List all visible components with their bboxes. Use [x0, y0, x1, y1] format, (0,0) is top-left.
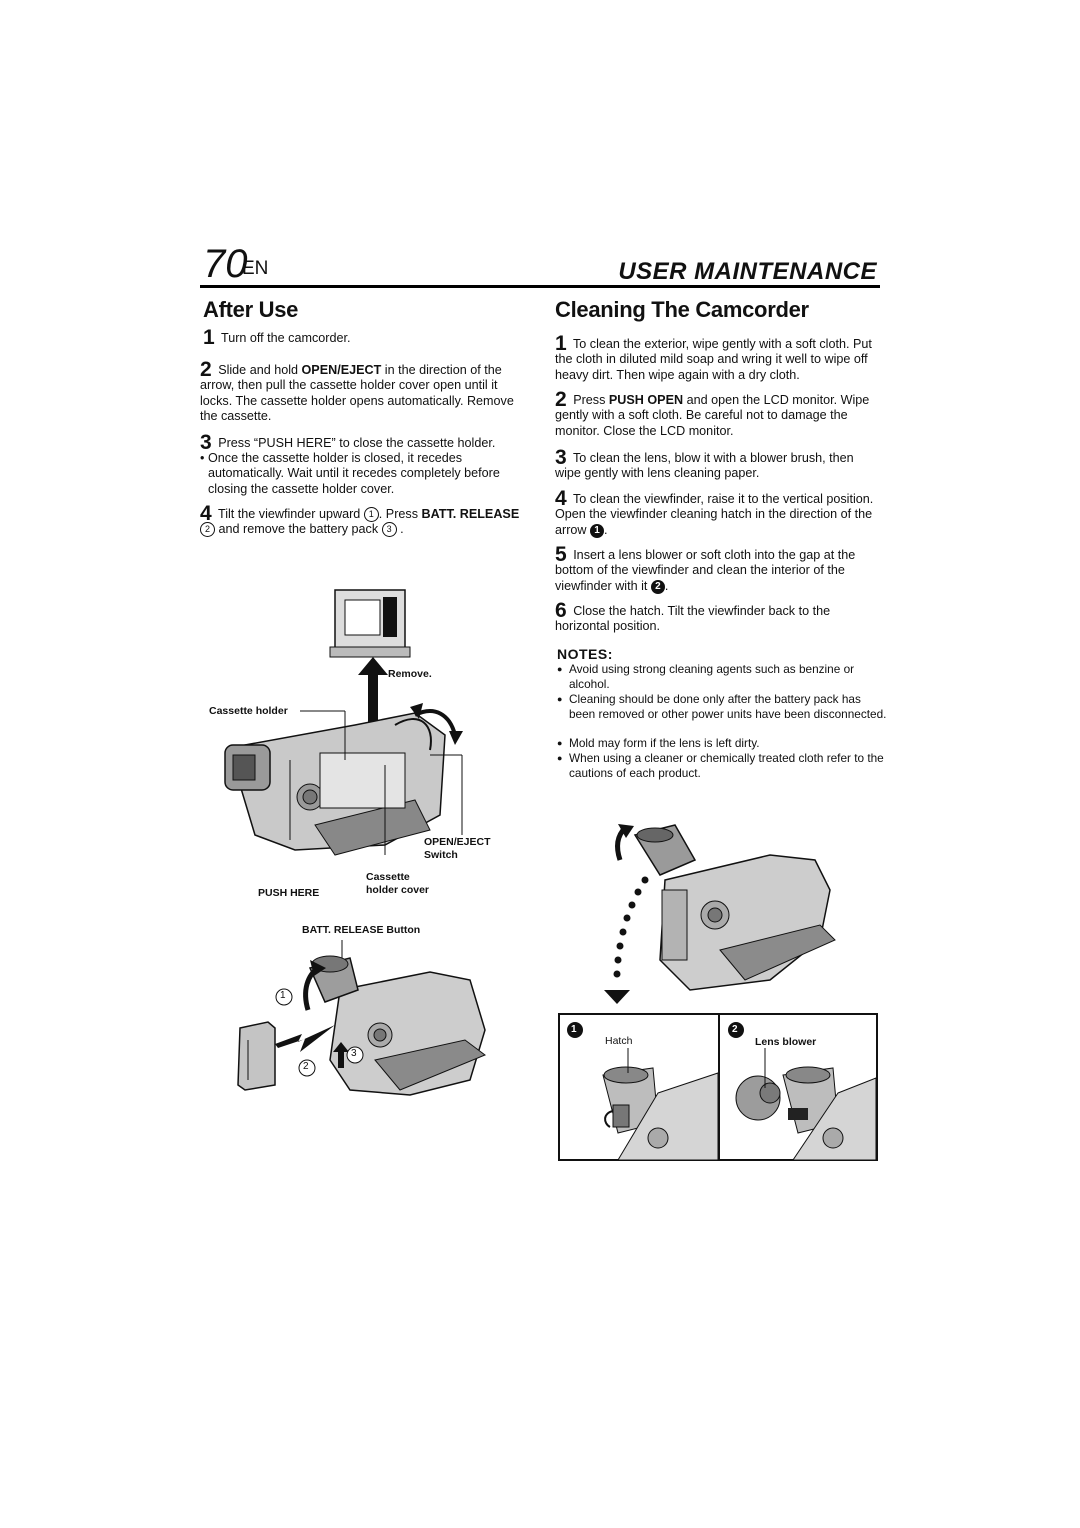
- section-title: USER MAINTENANCE: [618, 258, 877, 285]
- after-use-step-4: 4 Tilt the viewfinder upward 1. Press BA…: [200, 502, 520, 538]
- figure-num-2: 2: [303, 1061, 309, 1072]
- label-remove: Remove.: [388, 668, 432, 680]
- note-item: ●Cleaning should be done only after the …: [557, 692, 887, 721]
- inset-number-1: 1: [571, 1024, 577, 1035]
- label-cassette: Cassette: [366, 871, 410, 883]
- step-number: 1: [203, 326, 215, 349]
- step-number: 4: [200, 502, 212, 525]
- after-use-step-3: 3 Press “PUSH HERE” to close the cassett…: [200, 432, 525, 453]
- inset-number-2: 2: [732, 1024, 738, 1035]
- cleaning-step-5: 5 Insert a lens blower or soft cloth int…: [555, 543, 856, 594]
- hatch-inset-box: [558, 1013, 878, 1161]
- cleaning-step-3: 3 To clean the lens, blow it with a blow…: [555, 446, 854, 481]
- label-open-eject: OPEN/EJECT: [424, 836, 491, 848]
- cassette-icon: [329, 589, 411, 658]
- marker-1: 1: [363, 507, 379, 522]
- cleaning-title: Cleaning The Camcorder: [555, 297, 809, 322]
- cleaning-step-6: 6 Close the hatch. Tilt the viewfinder b…: [555, 599, 831, 634]
- step-bold: OPEN/EJECT: [301, 363, 382, 377]
- after-use-step-3-bullet: • Once the cassette holder is closed, it…: [200, 451, 500, 496]
- marker-filled-2: 2: [650, 579, 665, 594]
- note-item: ●When using a cleaner or chemically trea…: [557, 751, 884, 780]
- cleaning-step-1: 1 To clean the exterior, wipe gently wit…: [555, 332, 872, 382]
- cleaning-step-4: 4 To clean the viewfinder, raise it to t…: [555, 487, 874, 538]
- page-number: 70: [203, 242, 248, 286]
- after-use-title: After Use: [203, 297, 299, 322]
- label-hatch: Hatch: [605, 1035, 633, 1047]
- header-rule: [200, 285, 880, 288]
- marker-3: 3: [381, 522, 397, 538]
- step-text: Press “PUSH HERE” to close the cassette …: [218, 436, 496, 450]
- label-cassette-holder: Cassette holder: [209, 705, 288, 717]
- label-holder-cover: holder cover: [366, 884, 430, 896]
- after-use-step-2: 2 Slide and hold OPEN/EJECT in the direc…: [200, 359, 522, 425]
- cleaning-step-2: 2 Press PUSH OPEN and open the LCD monit…: [555, 388, 870, 438]
- page-language: EN: [242, 258, 269, 279]
- note-item: ●Mold may form if the lens is left dirty…: [557, 736, 760, 750]
- figure-num-3: 3: [351, 1048, 357, 1059]
- step-text: Turn off the camcorder.: [220, 331, 351, 345]
- viewfinder-cleaning-illustration: [604, 824, 836, 1004]
- notes-title: NOTES:: [557, 646, 613, 662]
- marker-filled-1: 1: [590, 523, 604, 538]
- step-text: in the direction of the arrow, then pull…: [200, 363, 514, 424]
- label-switch: Switch: [424, 849, 458, 861]
- figure-num-1: 1: [280, 990, 286, 1001]
- label-push-here: PUSH HERE: [258, 887, 320, 899]
- label-batt-release: BATT. RELEASE Button: [302, 924, 421, 936]
- bullet-text: Once the cassette holder is closed, it r…: [208, 451, 500, 496]
- step-number: 3: [200, 431, 212, 454]
- battery-removal-illustration: [237, 940, 487, 1096]
- label-lens-blower: Lens blower: [755, 1036, 817, 1048]
- note-item: ●Avoid using strong cleaning agents such…: [557, 662, 855, 691]
- marker-2: 2: [200, 522, 215, 538]
- step-text: Slide and hold: [218, 363, 302, 377]
- step-number: 2: [200, 358, 212, 381]
- cassette-removal-illustration: [224, 589, 463, 856]
- after-use-step-1: 1 Turn off the camcorder.: [203, 327, 523, 348]
